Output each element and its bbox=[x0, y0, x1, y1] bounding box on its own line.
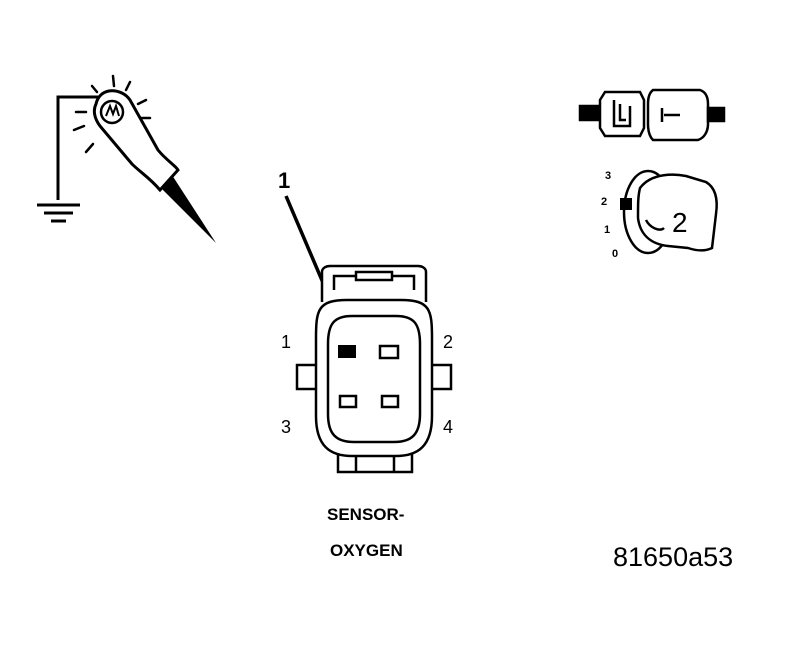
pin-cavity-3 bbox=[338, 394, 358, 409]
ignition-key-label: 2 bbox=[672, 207, 688, 238]
ignition-position-3: 3 bbox=[605, 170, 611, 182]
ignition-position-0: 0 bbox=[612, 248, 618, 260]
ignition-position-2: 2 bbox=[601, 196, 607, 208]
pin-label-1: 1 bbox=[281, 332, 291, 352]
connector-title-line1: SENSOR- bbox=[327, 505, 404, 524]
ignition-key-icon: 2 bbox=[620, 169, 718, 255]
ignition-position-1: 1 bbox=[604, 224, 610, 236]
pin-cavity-2 bbox=[378, 344, 400, 360]
pin-cavity-1 bbox=[338, 345, 356, 358]
connector-halves-icon bbox=[578, 88, 726, 142]
oxygen-sensor-connector bbox=[295, 264, 453, 474]
callout-number: 1 bbox=[278, 168, 290, 193]
light-rays bbox=[72, 74, 152, 154]
test-light-probe-icon bbox=[37, 74, 216, 243]
pin-label-3: 3 bbox=[281, 417, 291, 437]
pin-label-2: 2 bbox=[443, 332, 453, 352]
pin-label-4: 4 bbox=[443, 417, 453, 437]
ignition-position-labels: 3 2 1 0 bbox=[601, 170, 618, 260]
figure-id: 81650a53 bbox=[613, 542, 733, 572]
pin-cavity-4 bbox=[380, 394, 400, 409]
connector-title-line2: OXYGEN bbox=[330, 541, 403, 560]
ground-symbol-icon bbox=[37, 95, 98, 223]
